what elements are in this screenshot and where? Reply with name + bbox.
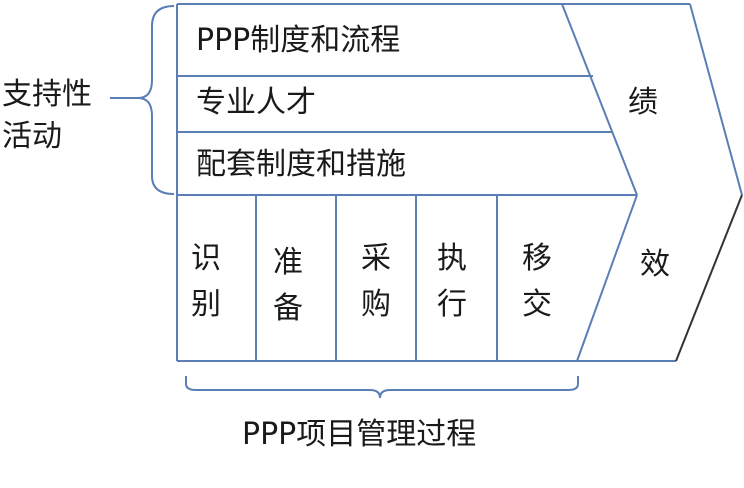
stage-identify-char1: 识	[191, 241, 221, 276]
support-label-line2: 活动	[2, 119, 62, 154]
outcome-char1: 绩	[628, 85, 658, 120]
support-row-talent: 专业人才	[196, 85, 316, 120]
stage-execute-char1: 执	[437, 241, 467, 276]
chevron-outer-top	[689, 3, 743, 196]
stage-prepare: 准 备	[268, 240, 308, 332]
chevron-inner-bottom	[576, 194, 638, 362]
stage-transfer-char1: 移	[522, 241, 552, 276]
stage-prepare-char1: 准	[273, 245, 303, 280]
stage-procure: 采 购	[356, 236, 396, 328]
support-brace	[137, 5, 175, 195]
stage-procure-char2: 购	[361, 287, 391, 322]
stage-transfer: 移 交	[517, 236, 557, 328]
stage-prepare-char2: 备	[273, 291, 303, 326]
outcome-char2: 效	[640, 247, 670, 282]
stage-execute-char2: 行	[437, 287, 467, 322]
support-row-supporting-measures: 配套制度和措施	[196, 147, 406, 182]
stage-procure-char1: 采	[361, 241, 391, 276]
chevron-inner-top	[561, 3, 638, 196]
stage-transfer-char2: 交	[522, 287, 552, 322]
process-caption: PPP项目管理过程	[242, 417, 477, 452]
chevron-outer-bottom	[675, 194, 743, 362]
support-label-line1: 支持性	[2, 77, 92, 112]
stage-execute: 执 行	[432, 236, 472, 328]
stage-identify-char2: 别	[191, 287, 221, 322]
stage-identify: 识 别	[186, 236, 226, 328]
process-brace	[185, 376, 579, 399]
support-row-policy: PPP制度和流程	[196, 23, 401, 58]
